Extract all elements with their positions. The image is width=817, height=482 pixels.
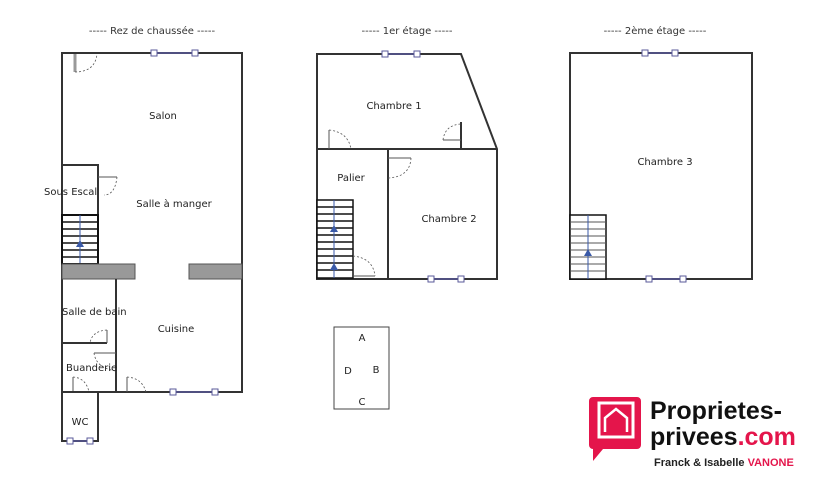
ground-stairs <box>61 214 99 265</box>
partition-wall <box>188 263 243 280</box>
stairs-up-arrow-icon <box>76 240 84 247</box>
orientation-box: A B C D <box>333 326 390 410</box>
logo-line2: privees.com <box>650 423 796 451</box>
first-floor: ----- 1er étage ----- Chambre 1 Palier C… <box>316 25 498 283</box>
orientation-a: A <box>359 333 366 344</box>
room-label: Chambre 2 <box>421 214 476 225</box>
sous-escalier-wall <box>62 164 99 215</box>
room-label: Chambre 3 <box>637 157 692 168</box>
stairs-up-arrow-icon <box>330 263 338 270</box>
room-label: Sous Escal <box>44 187 97 198</box>
ground-floor-title: ----- Rez de chaussée ----- <box>89 25 216 37</box>
room-label: Salon <box>149 111 177 122</box>
partition-wall <box>61 263 136 280</box>
logo-line1: Proprietes- <box>650 397 782 425</box>
room-label: WC <box>72 417 89 428</box>
room-label: Buanderie <box>66 363 117 374</box>
orientation-c: C <box>359 397 366 408</box>
second-floor: ----- 2ème étage ----- Chambre 3 <box>569 25 753 283</box>
stairs-up-arrow-icon <box>330 225 338 232</box>
orientation-b: B <box>373 365 380 376</box>
ground-floor: ----- Rez de chaussée ----- Salon Sous <box>44 25 243 445</box>
agent-name: Franck & Isabelle VANONE <box>654 457 794 469</box>
room-label: Salle à manger <box>136 198 212 210</box>
room-label: Chambre 1 <box>366 101 421 112</box>
first-floor-title: ----- 1er étage ----- <box>362 25 453 37</box>
second-stairs <box>569 214 607 280</box>
orientation-d: D <box>344 366 352 377</box>
agency-logo: Proprietes- privees.com Franck & Isabell… <box>589 397 796 469</box>
second-floor-title: ----- 2ème étage ----- <box>604 25 707 37</box>
stairs-up-arrow-icon <box>584 249 592 256</box>
room-label: Palier <box>337 173 365 184</box>
first-stairs <box>316 199 354 279</box>
room-label: Cuisine <box>158 324 195 335</box>
logo-mark <box>589 397 641 461</box>
room-label: Salle de bain <box>62 307 127 318</box>
